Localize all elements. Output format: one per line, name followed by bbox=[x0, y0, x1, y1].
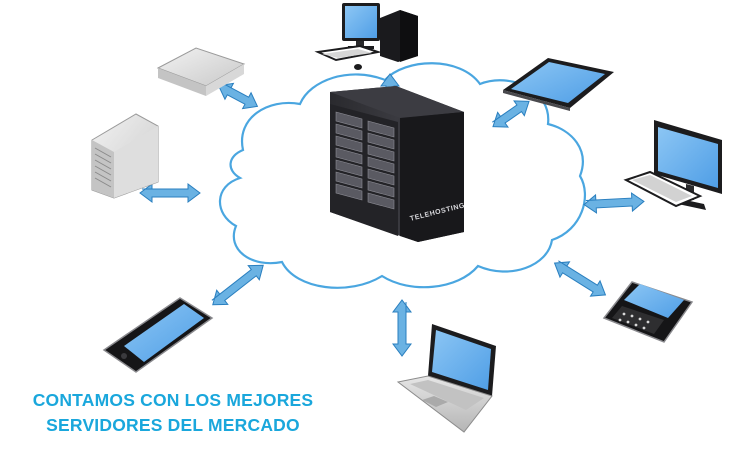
arrow-tower-server bbox=[139, 183, 201, 203]
tower-server-icon bbox=[91, 113, 159, 199]
desktop-computer-icon bbox=[314, 3, 418, 70]
arrow-tablet bbox=[492, 100, 530, 128]
blackberry-phone-icon bbox=[602, 281, 694, 343]
caption: CONTAMOS CON LOS MEJORES SERVIDORES DEL … bbox=[14, 388, 332, 438]
laptop-icon bbox=[396, 324, 496, 433]
arrow-blackberry bbox=[553, 260, 607, 297]
arrow-monitor bbox=[583, 192, 645, 214]
monitor-keyboard-icon bbox=[623, 120, 722, 210]
rack-drive-bays bbox=[335, 111, 395, 210]
smartphone-icon bbox=[102, 297, 214, 373]
arrow-flat-server bbox=[217, 82, 259, 110]
caption-line-1: CONTAMOS CON LOS MEJORES bbox=[32, 390, 314, 410]
connection-arrows bbox=[139, 73, 645, 357]
arrow-smartphone bbox=[211, 264, 264, 306]
caption-line-2: SERVIDORES DEL MERCADO bbox=[46, 415, 300, 435]
server-rack-icon: TELEHOSTING bbox=[330, 86, 466, 242]
flat-server-icon bbox=[156, 47, 246, 96]
tablet-icon bbox=[503, 58, 614, 111]
arrow-laptop bbox=[392, 299, 412, 357]
cloud-outline bbox=[218, 62, 587, 289]
